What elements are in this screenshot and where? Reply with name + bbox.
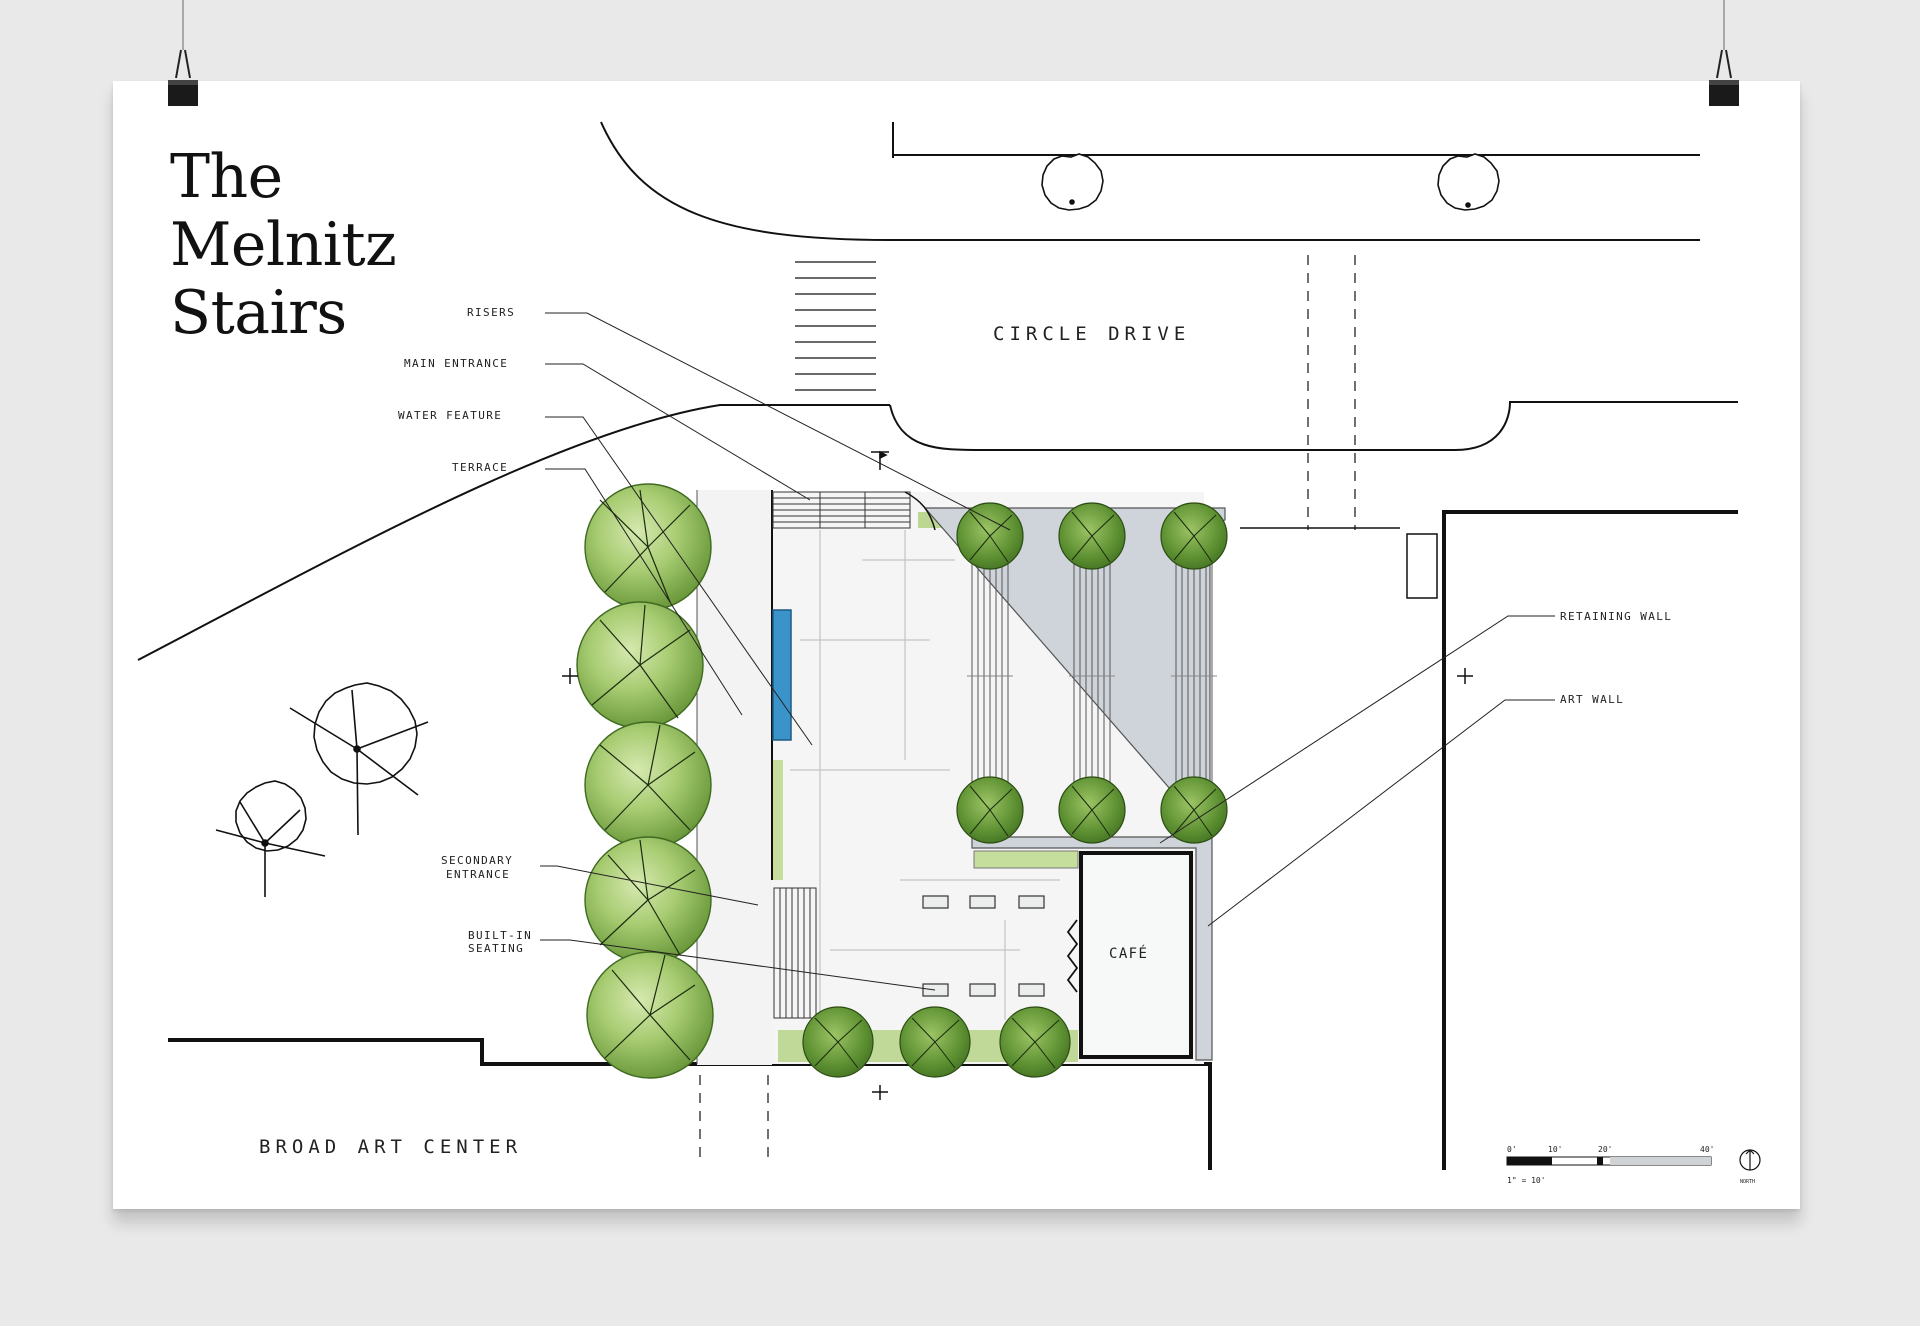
section-marker-d-icon xyxy=(872,1085,888,1100)
secondary-entrance-steps xyxy=(773,887,817,1019)
callout-labels: RISERS MAIN ENTRANCE WATER FEATURE TERRA… xyxy=(259,306,1672,1158)
section-marker-b-icon xyxy=(562,668,578,684)
street-tree-1-icon xyxy=(1041,153,1104,211)
outline-tree-small-icon xyxy=(215,780,326,897)
label-secondary-entrance-1: SECONDARY xyxy=(441,854,513,867)
scale-bar: 0' 10' 20' 40' 1" = 10' xyxy=(1506,1145,1714,1185)
dashed-lanes xyxy=(699,255,1356,1165)
tree-rows-small xyxy=(802,502,1228,1078)
tree-column-left xyxy=(576,483,714,1079)
scale-tick-40: 40' xyxy=(1700,1145,1714,1154)
crosswalk xyxy=(795,261,876,391)
outline-trees xyxy=(215,682,429,897)
title-line-1: The xyxy=(170,142,283,212)
plaza-tree-icon xyxy=(584,483,712,611)
label-risers: RISERS xyxy=(467,306,515,319)
cafe-building xyxy=(1066,851,1193,1059)
retaining-wall xyxy=(923,507,1226,1061)
small-tree-icon xyxy=(899,1006,971,1078)
label-terrace: TERRACE xyxy=(452,461,508,474)
small-tree-icon xyxy=(1160,502,1228,570)
small-tree-icon xyxy=(802,1006,874,1078)
buildings-outline xyxy=(168,510,1738,1170)
label-cafe: CAFÉ xyxy=(1109,945,1148,962)
north-label: NORTH xyxy=(1740,1179,1755,1185)
section-marker-a-icon xyxy=(871,450,889,470)
label-built-in-seating-1: BUILT-IN xyxy=(468,929,532,942)
section-marker-c-icon xyxy=(1457,668,1473,684)
plaza-tree-icon xyxy=(586,951,714,1079)
north-arrow-icon: NORTH xyxy=(1739,1149,1761,1185)
street-tree-2-icon xyxy=(1437,153,1500,211)
label-water-feature: WATER FEATURE xyxy=(398,409,502,422)
small-tree-icon xyxy=(956,776,1024,844)
label-built-in-seating-2: SEATING xyxy=(468,942,524,955)
riser-rows xyxy=(967,535,1217,800)
plaza-tree-icon xyxy=(576,601,704,729)
plaza-tree-icon xyxy=(584,836,712,964)
label-main-entrance: MAIN ENTRANCE xyxy=(404,357,508,370)
label-secondary-entrance-2: ENTRANCE xyxy=(446,868,510,881)
scale-ratio: 1" = 10' xyxy=(1507,1176,1546,1185)
label-retaining-wall: RETAINING WALL xyxy=(1560,610,1672,623)
leader-lines xyxy=(540,312,1555,991)
section-markers xyxy=(562,450,1473,1100)
title-line-2: Melnitz xyxy=(170,210,397,280)
small-tree-icon xyxy=(999,1006,1071,1078)
built-in-seating xyxy=(922,895,1045,997)
small-tree-icon xyxy=(1058,776,1126,844)
label-broad-art-center: BROAD ART CENTER xyxy=(259,1136,522,1158)
small-tree-icon xyxy=(1160,776,1228,844)
title-line-3: Stairs xyxy=(170,278,347,348)
small-tree-icon xyxy=(956,502,1024,570)
circle-drive-road xyxy=(137,121,1738,661)
label-circle-drive: CIRCLE DRIVE xyxy=(993,323,1190,345)
binder-clip-right-icon xyxy=(1709,0,1739,106)
scale-tick-10: 10' xyxy=(1548,1145,1562,1154)
label-art-wall: ART WALL xyxy=(1560,693,1624,706)
small-tree-icon xyxy=(1058,502,1126,570)
scale-tick-0: 0' xyxy=(1507,1145,1517,1154)
plaza-tree-icon xyxy=(584,721,712,849)
binder-clip-left-icon xyxy=(168,0,198,106)
main-entrance-risers xyxy=(772,491,936,531)
water-feature xyxy=(772,609,792,741)
outline-tree-large-icon xyxy=(289,682,429,836)
poster-title: The Melnitz Stairs xyxy=(170,142,397,348)
scale-tick-20: 20' xyxy=(1598,1145,1612,1154)
